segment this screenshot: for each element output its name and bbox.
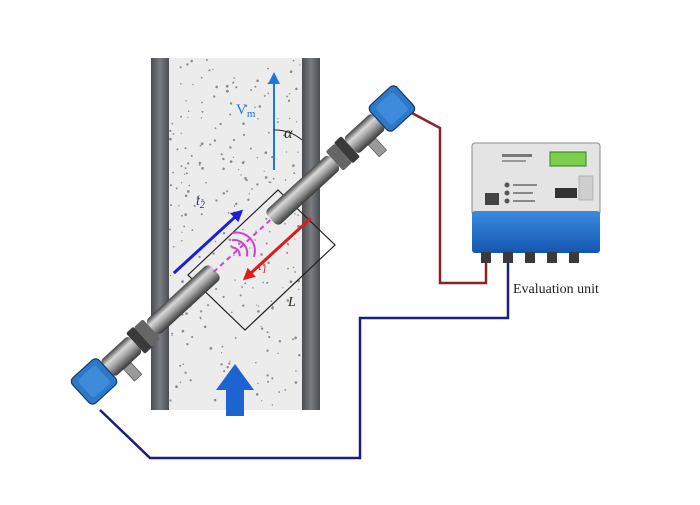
top-tube xyxy=(266,155,340,225)
evaluation-unit xyxy=(471,142,601,263)
cable-gland xyxy=(481,252,491,263)
unit-body xyxy=(472,211,600,253)
velocity-arrow-head xyxy=(268,72,280,84)
bottom-tube xyxy=(146,265,220,335)
pipe-wall-right xyxy=(302,58,320,410)
unit-display xyxy=(549,151,587,167)
t-up-label: t2 xyxy=(196,194,205,211)
upstream-arrow xyxy=(172,214,238,275)
cable-gland xyxy=(525,252,535,263)
length-label: L xyxy=(287,295,296,310)
measurement-path-box xyxy=(187,189,336,331)
flow-direction-arrow-icon xyxy=(216,364,254,416)
cable-glands xyxy=(481,252,579,263)
cable-to-bottom-sensor xyxy=(99,263,510,460)
angle-arc xyxy=(273,129,303,141)
t-down-label: t1 xyxy=(258,259,267,276)
cable-to-top-sensor xyxy=(409,110,488,285)
velocity-label: Vm xyxy=(236,102,256,120)
angle-label: α xyxy=(284,125,293,142)
cable-gland xyxy=(569,252,579,263)
fluid-particles xyxy=(169,59,301,406)
transducer-assembly xyxy=(70,85,416,405)
ultrasonic-wave-icon xyxy=(231,231,256,258)
cable-gland xyxy=(547,252,557,263)
downstream-arrow xyxy=(248,217,312,276)
cable-gland xyxy=(503,252,513,263)
evaluation-unit-label: Evaluation unit xyxy=(513,282,599,297)
fluid-region xyxy=(168,58,302,410)
pipe-wall-left xyxy=(151,58,169,410)
